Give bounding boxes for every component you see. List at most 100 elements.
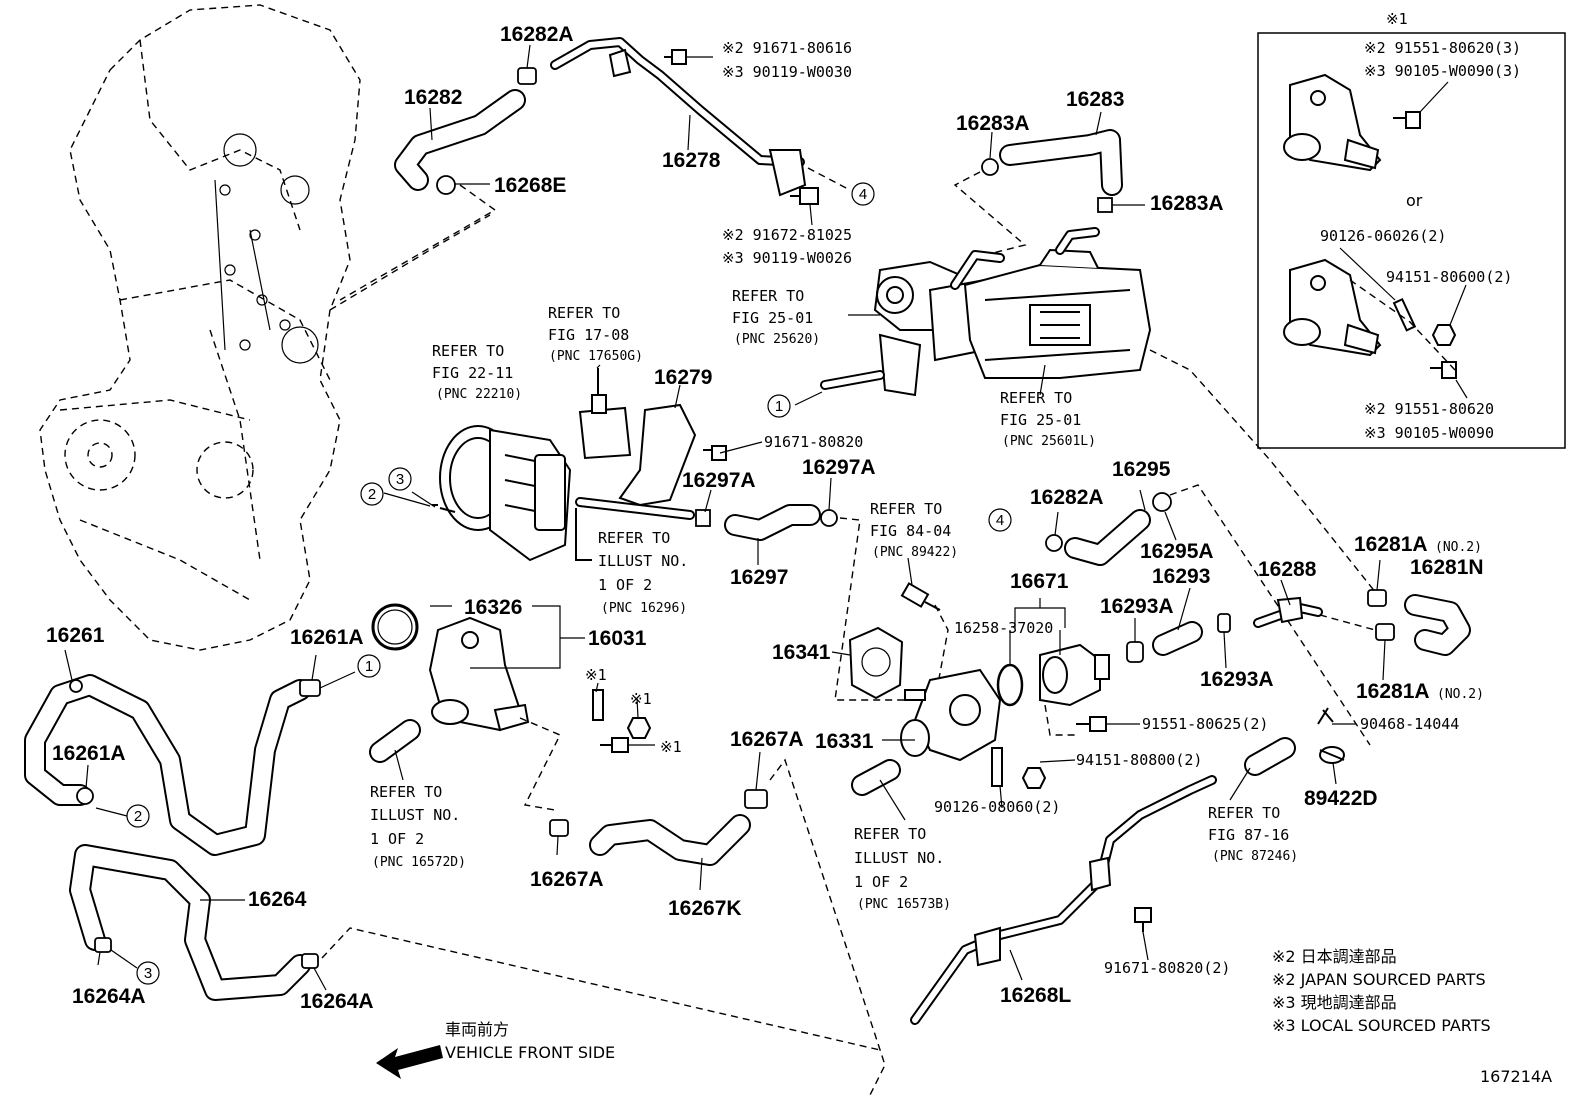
label-pnc-17650G: (PNC 17650G) (549, 349, 643, 364)
bolt-icon (790, 187, 819, 205)
hose-16293 (1152, 621, 1203, 656)
label-fig-25-01: FIG 25-01 (732, 309, 813, 327)
svg-text:3: 3 (396, 471, 404, 488)
label-16267A: 16267A (530, 868, 604, 891)
label-16297: 16297 (730, 566, 788, 589)
timing-cover-outline (39, 4, 491, 651)
label-bolt-91671-80616: ※2 91671-80616 (722, 39, 852, 57)
gasket-16258 (996, 663, 1024, 707)
label-note-1: ※1 (660, 738, 682, 756)
clamp-16264A (301, 953, 319, 969)
label-fig-87-16: FIG 87-16 (1208, 826, 1289, 844)
label-bolt-90119-W0026: ※3 90119-W0026 (722, 249, 852, 267)
sensor-89422 (900, 582, 941, 611)
label-illust-no: ILLUST NO. (598, 552, 688, 570)
label-16268L: 16268L (1000, 984, 1071, 1007)
label-1-of-2: 1 OF 2 (598, 576, 652, 594)
clamp-16261A (76, 787, 94, 805)
label-16288: 16288 (1258, 558, 1317, 581)
label-inset-91551-80620: ※2 91551-80620 (1364, 400, 1494, 418)
callout-circle-4: 4 (851, 182, 875, 206)
label-16281N: 16281N (1410, 556, 1484, 579)
nut-icon (1021, 767, 1047, 789)
clamp-16261-top (69, 679, 83, 693)
label-89422D: 89422D (1304, 787, 1378, 810)
hose-stub-16573B (851, 759, 901, 796)
pipe-16278 (550, 37, 807, 197)
svg-text:2: 2 (368, 486, 376, 503)
bolt-icon (1317, 707, 1334, 725)
thermostat-16671 (1039, 643, 1110, 707)
label-no-2: (NO.2) (1437, 687, 1484, 702)
label-16293A: 16293A (1100, 595, 1174, 618)
label-16267A: 16267A (730, 728, 804, 751)
legend-japan-en: ※2 JAPAN SOURCED PARTS (1272, 970, 1486, 989)
stud-bolt-icon (1392, 297, 1417, 332)
label-refer-to: REFER TO (1000, 389, 1072, 407)
label-1-of-2: 1 OF 2 (370, 830, 424, 848)
callout-circle-4: 4 (988, 508, 1012, 532)
label-bolt-91671-80820: 91671-80820(2) (1104, 959, 1230, 977)
label-16258-37020: 16258-37020 (954, 619, 1053, 637)
label-pnc-16296: (PNC 16296) (601, 601, 687, 616)
label-refer-to: REFER TO (854, 825, 926, 843)
label-16281A: 16281A (1356, 680, 1430, 703)
label-16331: 16331 (815, 730, 874, 753)
label-refer-to: REFER TO (370, 783, 442, 801)
svg-text:2: 2 (134, 808, 142, 825)
label-16295: 16295 (1112, 458, 1171, 481)
label-16268E: 16268E (494, 174, 566, 197)
pipe-16296 (575, 497, 695, 561)
callout-circle-3: 3 (136, 961, 160, 985)
label-inset-90105-W0090-3: ※3 90105-W0090(3) (1364, 62, 1521, 80)
label-16278: 16278 (662, 149, 721, 172)
inset-water-inlet-b (1283, 258, 1382, 357)
throttle-body (432, 425, 572, 562)
clamp-16283A (1097, 197, 1113, 213)
clamp-16293A (1126, 641, 1144, 663)
clamp-16281A (1367, 589, 1387, 607)
bolt-icon (1430, 361, 1457, 379)
callout-circle-1: 1 (357, 654, 381, 678)
gasket-16326 (371, 603, 419, 651)
label-16264: 16264 (248, 888, 307, 911)
label-16326: 16326 (464, 596, 522, 619)
label-pnc-89422: (PNC 89422) (872, 545, 958, 560)
svg-text:4: 4 (859, 186, 867, 203)
label-16283: 16283 (1066, 88, 1124, 111)
label-fig-22-11: FIG 22-11 (432, 364, 513, 382)
label-no-2: (NO.2) (1435, 540, 1482, 555)
label-note-1: ※1 (585, 666, 607, 684)
label-refer-to: REFER TO (432, 342, 504, 360)
label-inset-94151-80600: 94151-80600(2) (1386, 268, 1512, 286)
stud-bolt-icon (991, 747, 1003, 787)
svg-text:1: 1 (365, 658, 373, 675)
label-16267K: 16267K (668, 897, 742, 920)
legend-local-jp: ※3 現地調達部品 (1272, 993, 1397, 1012)
part-labels: 16282A 16282 16268E 16278 ※2 91671-80616… (46, 10, 1552, 1086)
nut-icon (1431, 324, 1457, 346)
label-refer-to: REFER TO (598, 529, 670, 547)
clamp-16268E (436, 175, 456, 195)
label-bolt-94151-80800: 94151-80800(2) (1076, 751, 1202, 769)
clamp-16283A (981, 158, 999, 176)
label-refer-to: REFER TO (732, 287, 804, 305)
clamp-16281A (1375, 623, 1395, 641)
hose-16281N (1404, 594, 1471, 656)
label-bolt-91672-81025: ※2 91672-81025 (722, 226, 852, 244)
bolt-icon (1393, 111, 1421, 129)
label-16282: 16282 (404, 86, 462, 109)
label-16293: 16293 (1152, 565, 1210, 588)
label-refer-to: REFER TO (870, 500, 942, 518)
housing-16331 (900, 668, 1002, 762)
front-label-en: VEHICLE FRONT SIDE (445, 1043, 615, 1062)
label-16261: 16261 (46, 624, 105, 647)
bolt-icon (703, 445, 727, 461)
label-inset-90126-06026: 90126-06026(2) (1320, 227, 1446, 245)
callout-circle-1: 1 (767, 394, 791, 418)
label-bolt-91671-80820: 91671-80820 (764, 433, 863, 451)
label-16279: 16279 (654, 366, 712, 389)
pipe-16288 (1253, 596, 1323, 628)
clamp-16295A (1152, 492, 1172, 512)
label-16281A: 16281A (1354, 533, 1428, 556)
